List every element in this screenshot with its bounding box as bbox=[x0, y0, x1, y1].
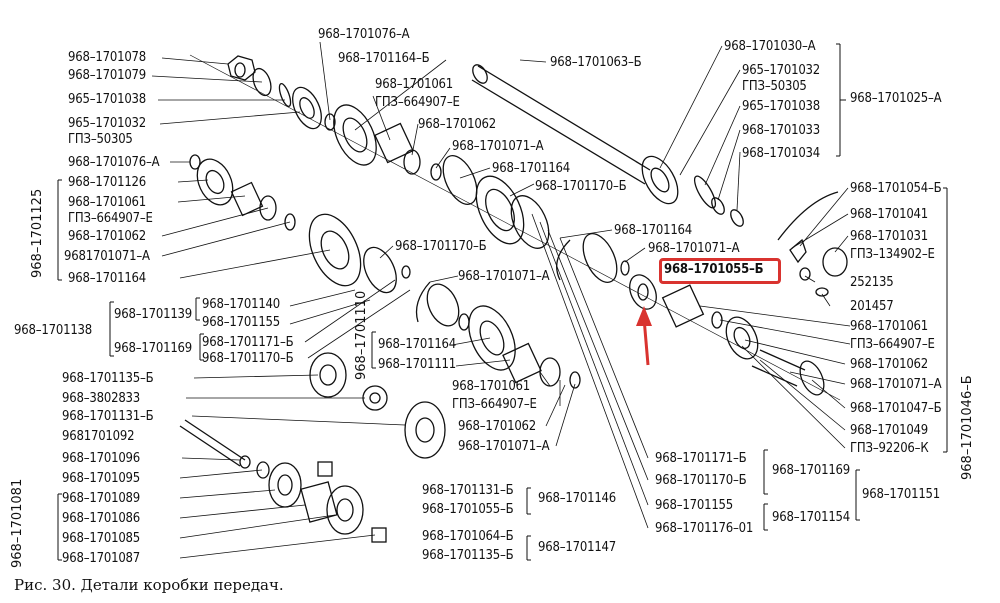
part-label: 965–1701032 bbox=[742, 63, 821, 78]
part-label: 968–1701064–Б bbox=[422, 529, 514, 544]
leader-lines bbox=[151, 41, 851, 559]
part-label: 968–1701086 bbox=[62, 511, 141, 526]
part-label: 968–1701147 bbox=[538, 540, 617, 555]
part-label: 968–1701169 bbox=[772, 463, 851, 478]
part-label: 9681701092 bbox=[62, 429, 135, 444]
part-label: 968–1701111 bbox=[378, 357, 457, 372]
part-label: 965–1701032 bbox=[68, 116, 147, 131]
part-label: 968–1701061 bbox=[68, 195, 147, 210]
part-label: 968–1701062 bbox=[68, 229, 147, 244]
part-label: 968–1701131–Б bbox=[422, 483, 514, 498]
part-label: 968–1701176–01 bbox=[655, 521, 754, 536]
part-label: 968–1701138 bbox=[14, 323, 93, 338]
part-label: 968–1701062 bbox=[458, 419, 537, 434]
part-label: 968–1701031 bbox=[850, 229, 929, 244]
red-arrow bbox=[636, 306, 652, 366]
part-label: 968–1701033 bbox=[742, 123, 821, 138]
part-label: 968–1701025–А bbox=[850, 91, 942, 106]
highlight-box bbox=[659, 258, 781, 284]
part-label: 968–1701076–А bbox=[68, 155, 160, 170]
right-side-parts bbox=[415, 191, 848, 396]
part-label: 968–1701170–Б bbox=[655, 473, 747, 488]
part-label: 968–1701079 bbox=[68, 68, 147, 83]
part-label-vertical: 968–1701046–Б bbox=[960, 375, 975, 480]
part-label: 968–1701089 bbox=[62, 491, 141, 506]
part-label: 968–1701169 bbox=[114, 341, 193, 356]
part-label: 968–1701164 bbox=[614, 223, 693, 238]
part-label: 968–1701054–Б bbox=[850, 181, 942, 196]
part-label: 968–1701061 bbox=[375, 77, 454, 92]
part-label: ГПЗ–664907–Е bbox=[68, 211, 153, 226]
part-label: 201457 bbox=[850, 299, 894, 314]
part-label: 968–1701062 bbox=[418, 117, 497, 132]
upper-left-parts bbox=[227, 55, 550, 249]
part-label: 968–1701062 bbox=[850, 357, 929, 372]
part-label: ГПЗ–664907–Е bbox=[452, 397, 537, 412]
part-label: ГПЗ–92206–К bbox=[850, 441, 929, 456]
part-label: 968–1701139 bbox=[114, 307, 193, 322]
part-label: 968–1701071–А bbox=[850, 377, 942, 392]
part-label: 968–3802833 bbox=[62, 391, 141, 406]
part-label: 965–1701038 bbox=[742, 99, 821, 114]
part-label: 968–1701164 bbox=[378, 337, 457, 352]
part-label: 968–1701071–А bbox=[648, 241, 740, 256]
part-label: 968–1701171–Б bbox=[202, 335, 294, 350]
part-label: 968–1701170–Б bbox=[395, 239, 487, 254]
part-label: 968–1701170–Б bbox=[202, 351, 294, 366]
part-label: 968–1701078 bbox=[68, 50, 147, 65]
part-label-vertical: 968–1701081 bbox=[10, 478, 25, 568]
part-label: 968–1701095 bbox=[62, 471, 141, 486]
part-label: 968–1701087 bbox=[62, 551, 141, 566]
part-label: 968–1701063–Б bbox=[550, 55, 642, 70]
part-label: ГПЗ–664907–Е bbox=[375, 95, 460, 110]
part-label-vertical: 968–1701125 bbox=[30, 188, 45, 278]
part-label: 968–1701135–Б bbox=[62, 371, 154, 386]
part-label: 968–1701076–А bbox=[318, 27, 410, 42]
part-label: 968–1701164–Б bbox=[338, 51, 430, 66]
figure-caption: Рис. 30. Детали коробки передач. bbox=[14, 576, 284, 594]
part-label: ГПЗ–50305 bbox=[68, 132, 133, 147]
part-label: 968–1701155 bbox=[655, 498, 734, 513]
part-label: 968–1701135–Б bbox=[422, 548, 514, 563]
part-label: 968–1701030–А bbox=[724, 39, 816, 54]
part-label: 968–1701047–Б bbox=[850, 401, 942, 416]
part-label: 968–1701170–Б bbox=[535, 179, 627, 194]
part-label: 9681701071–А bbox=[64, 249, 150, 264]
part-label: ГПЗ–50305 bbox=[742, 79, 807, 94]
part-label: 965–1701038 bbox=[68, 92, 147, 107]
part-label: 968–1701071–А bbox=[458, 269, 550, 284]
input-shaft bbox=[471, 64, 744, 227]
highlighted-part-label: 968–1701055–Б bbox=[664, 262, 764, 277]
part-label: 968–1701034 bbox=[742, 146, 821, 161]
part-label: ГПЗ–134902–Е bbox=[850, 247, 935, 262]
part-label: 968–1701061 bbox=[452, 379, 531, 394]
part-label: 968–1701096 bbox=[62, 451, 141, 466]
part-label: 968–1701055–Б bbox=[422, 502, 514, 517]
part-label: 968–1701049 bbox=[850, 423, 929, 438]
part-label: 968–1701071–А bbox=[458, 439, 550, 454]
part-label: 968–1701154 bbox=[772, 510, 851, 525]
part-label: 252135 bbox=[850, 275, 894, 290]
part-label: 968–1701126 bbox=[68, 175, 147, 190]
part-label-vertical: 968–1701110 bbox=[354, 290, 369, 380]
part-label: 968–1701085 bbox=[62, 531, 141, 546]
part-label: 968–1701164 bbox=[492, 161, 571, 176]
part-label: 968–1701171–Б bbox=[655, 451, 747, 466]
part-label: 968–1701164 bbox=[68, 271, 147, 286]
part-label: 968–1701151 bbox=[862, 487, 941, 502]
part-label: 968–1701131–Б bbox=[62, 409, 154, 424]
part-label: 968–1701140 bbox=[202, 297, 281, 312]
part-label: 968–1701071–А bbox=[452, 139, 544, 154]
part-label: ГПЗ–664907–Е bbox=[850, 337, 935, 352]
part-label: 968–1701061 bbox=[850, 319, 929, 334]
part-label: 968–1701041 bbox=[850, 207, 929, 222]
left-side-parts bbox=[189, 154, 581, 389]
part-label: 968–1701155 bbox=[202, 315, 281, 330]
brackets bbox=[57, 43, 948, 561]
part-label: 968–1701146 bbox=[538, 491, 617, 506]
